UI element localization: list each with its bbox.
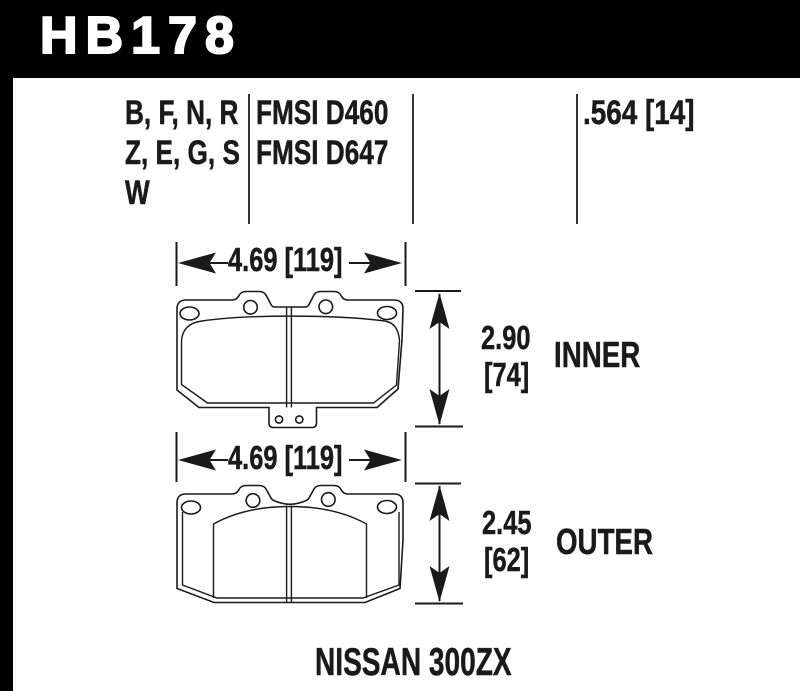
inner-pad-friction-outline	[180, 315, 401, 404]
outer-pad-label: OUTER	[556, 521, 654, 562]
compound-codes-line2: Z, E, G, S	[125, 134, 240, 173]
arrowhead-left	[178, 252, 216, 274]
inner-pad-tab-hole-left	[274, 415, 284, 424]
fmsi-line1: FMSI D460	[256, 94, 389, 133]
inner-height-dimension-arrow	[415, 290, 463, 428]
outer-pad-lug-hole-right	[320, 491, 336, 508]
outer-pad-drawing	[176, 484, 404, 604]
inner-width-dimension-text: 4.69 [119]	[228, 241, 343, 278]
inner-pad-label: INNER	[554, 334, 641, 375]
fmsi-line2: FMSI D647	[256, 134, 389, 173]
inner-pad-lug-hole-left	[242, 299, 259, 315]
left-border-bar	[0, 0, 13, 691]
inner-pad-corner-hole-left	[179, 306, 200, 321]
outer-pad-backing-plate	[176, 484, 404, 604]
outer-pad-corner-hole-right	[376, 499, 398, 515]
arrowhead-up	[429, 485, 450, 521]
pad-thickness: .564 [14]	[583, 94, 695, 133]
outer-pad-plate-inset-line	[181, 512, 400, 599]
outer-width-dimension-text: 4.69 [119]	[228, 439, 343, 476]
inner-pad-tab-hole-right	[294, 415, 304, 424]
outer-width-dimension-arrow	[175, 432, 407, 482]
arrowhead-left	[178, 449, 216, 471]
arrowhead-up	[429, 293, 450, 329]
arrowhead-right	[364, 252, 402, 274]
arrowhead-right	[364, 449, 402, 471]
outer-pad-lug-hole-left	[245, 492, 261, 509]
outer-height-mm: [62]	[484, 541, 530, 578]
outer-pad-friction-outline	[212, 505, 368, 598]
table-divider-2	[412, 94, 414, 224]
inner-height-inches: 2.90	[481, 319, 531, 356]
table-divider-3	[576, 94, 578, 224]
arrowhead-down	[429, 389, 450, 425]
part-number-banner	[0, 0, 800, 78]
compound-codes-line3: W	[125, 174, 150, 213]
inner-pad-backing-plate	[176, 290, 404, 429]
table-divider-1	[248, 94, 250, 224]
outer-height-dimension-arrow	[415, 482, 463, 605]
arrowhead-down	[429, 566, 450, 602]
inner-pad-lug-hole-right	[318, 299, 334, 315]
inner-height-mm: [74]	[484, 356, 530, 393]
inner-pad-drawing	[176, 290, 404, 429]
outer-pad-corner-hole-left	[180, 500, 202, 515]
inner-pad-corner-hole-right	[376, 305, 398, 321]
inner-width-dimension-arrow	[175, 242, 407, 286]
compound-codes-line1: B, F, N, R	[125, 94, 239, 133]
outer-height-inches: 2.45	[482, 504, 532, 541]
part-number: HB178	[39, 7, 242, 65]
vehicle-name: NISSAN 300ZX	[315, 641, 512, 684]
